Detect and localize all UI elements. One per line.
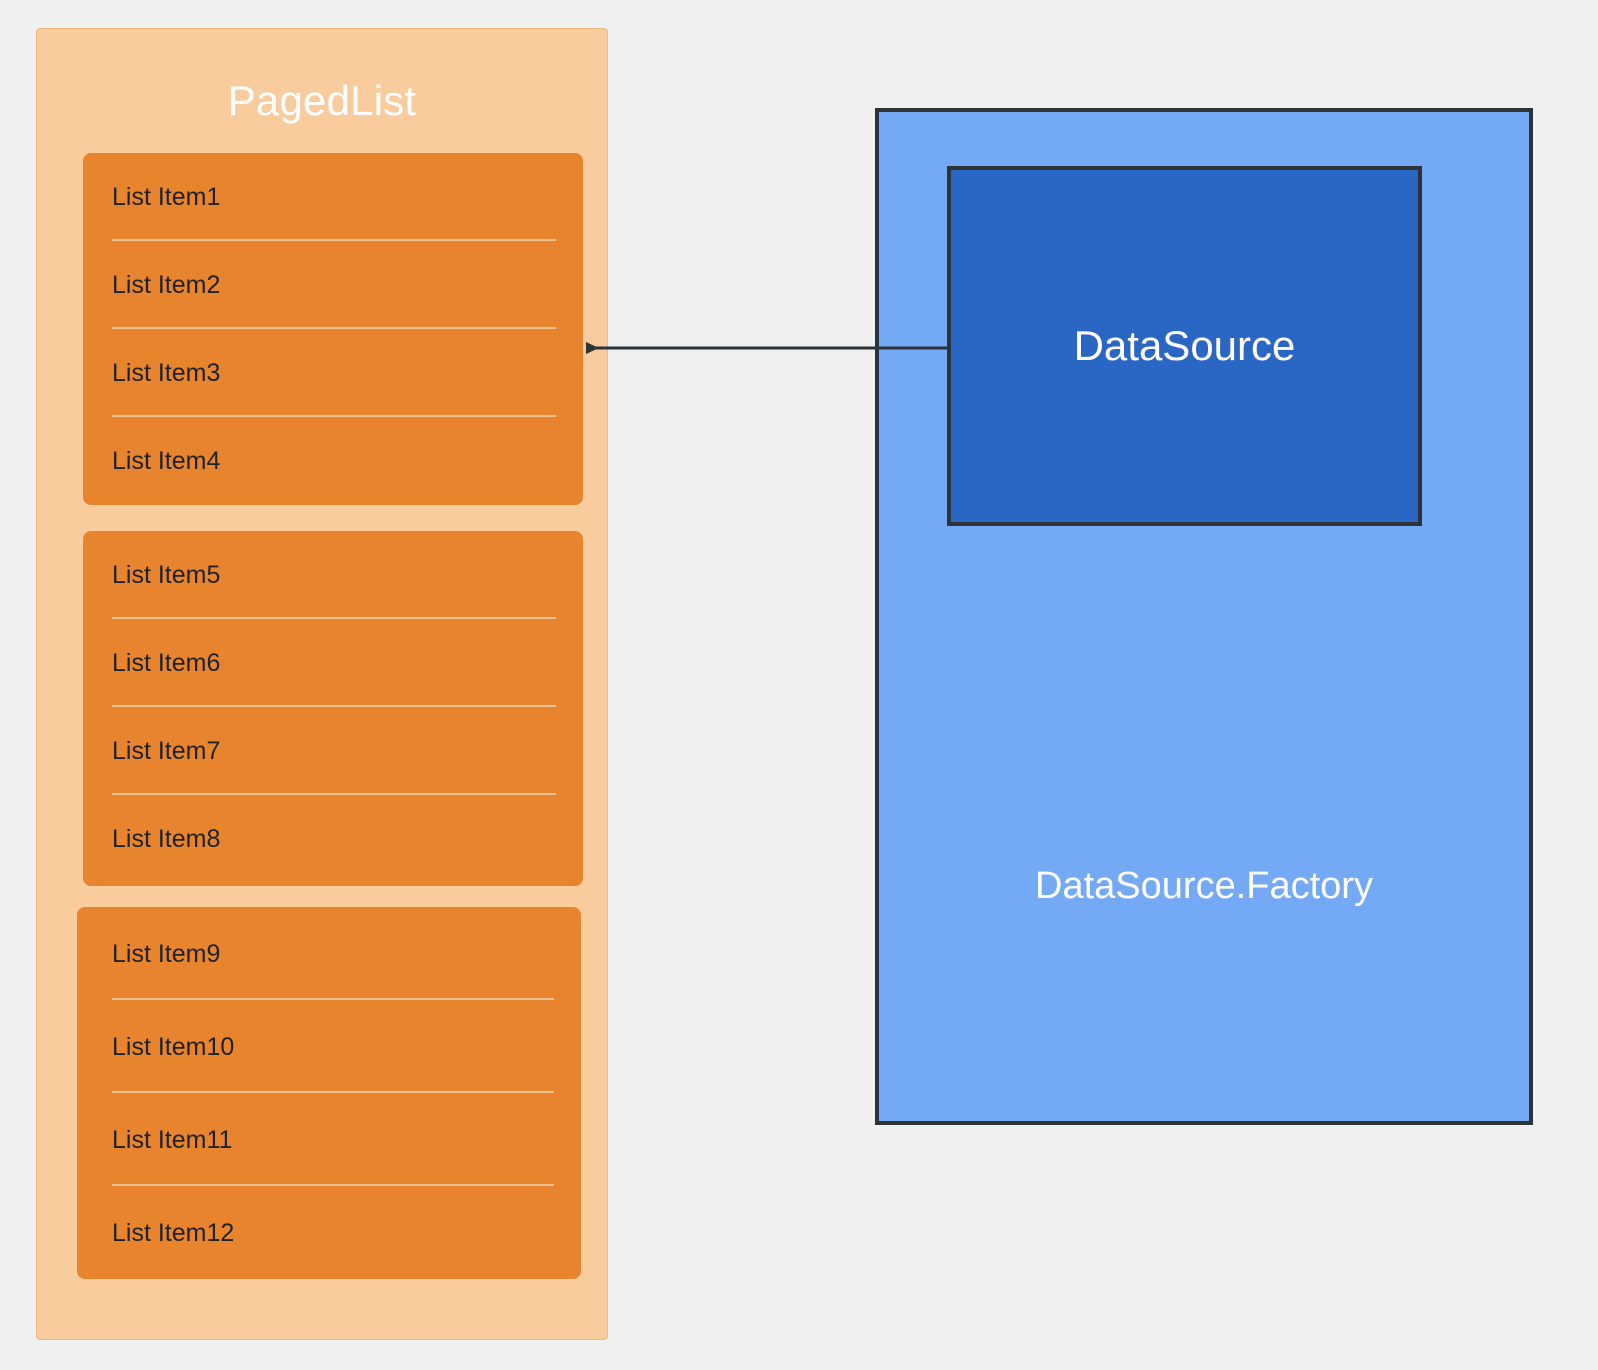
list-item[interactable]: List Item6 — [83, 619, 583, 707]
list-item-label: List Item7 — [112, 737, 221, 765]
list-item[interactable]: List Item1 — [83, 153, 583, 241]
list-item[interactable]: List Item10 — [77, 1000, 581, 1093]
list-item[interactable]: List Item2 — [83, 241, 583, 329]
page-card-1[interactable]: List Item1 List Item2 List Item3 List It… — [83, 153, 583, 505]
row-divider — [112, 998, 554, 1000]
datasource-box[interactable]: DataSource — [947, 166, 1422, 526]
row-divider — [112, 617, 556, 619]
list-item[interactable]: List Item8 — [83, 795, 583, 883]
list-item-label: List Item4 — [112, 447, 221, 475]
list-item[interactable]: List Item3 — [83, 329, 583, 417]
list-item[interactable]: List Item7 — [83, 707, 583, 795]
paged-list-title: PagedList — [227, 77, 417, 124]
list-item-label: List Item3 — [112, 359, 221, 387]
datasource-factory-label: DataSource.Factory — [1035, 865, 1373, 907]
row-divider — [112, 239, 556, 241]
list-item-label: List Item9 — [112, 939, 221, 968]
list-item-label: List Item8 — [112, 825, 221, 853]
list-item[interactable]: List Item5 — [83, 531, 583, 619]
list-item-label: List Item11 — [112, 1125, 233, 1154]
list-item-label: List Item10 — [112, 1032, 235, 1061]
datasource-label: DataSource — [1073, 322, 1296, 369]
page-card-2[interactable]: List Item5 List Item6 List Item7 List It… — [83, 531, 583, 886]
list-item-label: List Item1 — [112, 183, 221, 211]
list-item[interactable]: List Item4 — [83, 417, 583, 505]
row-divider — [112, 1091, 554, 1093]
list-item[interactable]: List Item12 — [77, 1186, 581, 1279]
list-item[interactable]: List Item9 — [77, 907, 581, 1000]
list-item-label: List Item5 — [112, 561, 221, 589]
page-card-3[interactable]: List Item9 List Item10 List Item11 List … — [77, 907, 581, 1279]
row-divider — [112, 1184, 554, 1186]
row-divider — [112, 327, 556, 329]
list-item-label: List Item2 — [112, 271, 221, 299]
list-item[interactable]: List Item11 — [77, 1093, 581, 1186]
list-item-label: List Item6 — [112, 649, 221, 677]
paged-list-container: PagedList List Item1 List Item2 List Ite… — [36, 28, 608, 1340]
row-divider — [112, 705, 556, 707]
list-item-label: List Item12 — [112, 1218, 235, 1247]
row-divider — [112, 415, 556, 417]
row-divider — [112, 793, 556, 795]
